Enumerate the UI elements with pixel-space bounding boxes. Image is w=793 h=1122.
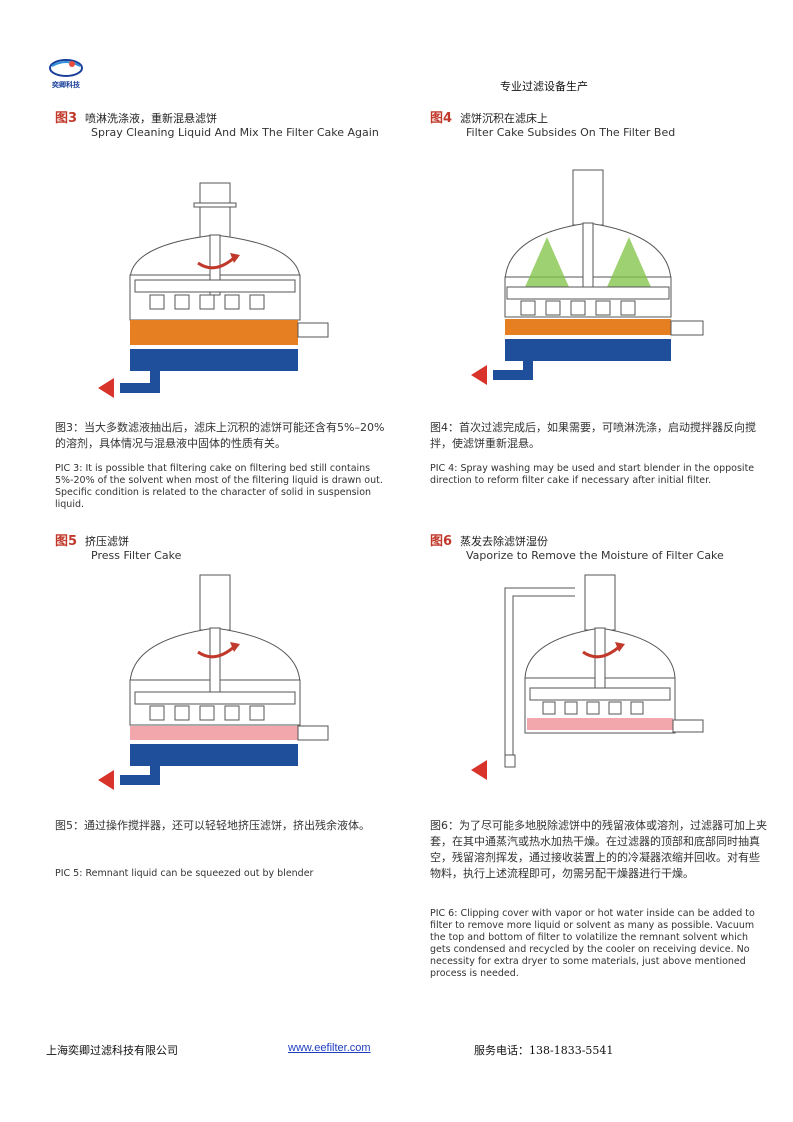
footer-phone: 服务电话：138-1833-5541 — [474, 1044, 614, 1057]
figure-4-number: 图4 — [430, 111, 453, 126]
footer-website-link[interactable]: www.eefilter.com — [288, 1042, 371, 1054]
figure-6-diagram — [471, 574, 704, 780]
figure-3-caption-en: PIC 3: It is possible that filtering cak… — [55, 463, 383, 510]
figure-5-diagram — [98, 574, 329, 790]
figure-5-number: 图5 — [55, 534, 78, 549]
figure-3-title-cn: 喷淋洗涤液，重新混悬滤饼 — [85, 112, 218, 125]
figure-3-title-en: Spray Cleaning Liquid And Mix The Filter… — [91, 126, 379, 139]
company-logo — [49, 59, 83, 77]
figure-3-heading: 图3 喷淋洗涤液，重新混悬滤饼 Spray Cleaning Liquid And… — [55, 112, 379, 140]
figure-6-title-en: Vaporize to Remove the Moisture of Filte… — [466, 549, 724, 562]
figure-6-caption-cn: 图6：为了尽可能多地脱除滤饼中的残留液体或溶剂，过滤器可加上夹套，在其中通蒸汽或… — [430, 819, 767, 880]
figure-4-diagram — [471, 169, 704, 385]
figure-5-title-en: Press Filter Cake — [91, 549, 182, 562]
footer-company: 上海奕卿过滤科技有限公司 — [46, 1044, 178, 1057]
figure-3-caption-cn: 图3：当大多数滤液抽出后，滤床上沉积的滤饼可能还含有5%–20%的溶剂，具体情况… — [55, 421, 385, 450]
figure-4-caption-cn: 图4：首次过滤完成后，如果需要，可喷淋洗涤，启动搅拌器反向搅拌，使滤饼重新混悬。 — [430, 421, 756, 450]
figure-4-title-cn: 滤饼沉积在滤床上 — [460, 112, 549, 125]
figure-6-number: 图6 — [430, 534, 453, 549]
figure-6-heading: 图6 蒸发去除滤饼湿份 Vaporize to Remove the Moistu… — [430, 535, 724, 563]
figure-3-number: 图3 — [55, 111, 78, 126]
logo-text: 奕卿科技 — [52, 81, 80, 89]
figure-5-heading: 图5 挤压滤饼 Press Filter Cake — [55, 535, 181, 563]
figure-6-caption-en: PIC 6: Clipping cover with vapor or hot … — [430, 908, 755, 979]
figure-5-caption-cn: 图5：通过操作搅拌器，还可以轻轻地挤压滤饼，挤出残余液体。 — [55, 819, 370, 832]
figure-4-title-en: Filter Cake Subsides On The Filter Bed — [466, 126, 676, 139]
figure-6-title-cn: 蒸发去除滤饼湿份 — [460, 535, 549, 548]
figure-3-diagram — [98, 182, 329, 398]
figure-5-title-cn: 挤压滤饼 — [85, 535, 130, 548]
header-tagline: 专业过滤设备生产 — [500, 80, 588, 93]
figure-4-caption-en: PIC 4: Spray washing may be used and sta… — [430, 463, 755, 486]
figure-4-heading: 图4 滤饼沉积在滤床上 Filter Cake Subsides On The F… — [430, 112, 675, 140]
figure-5-caption-en: PIC 5: Remnant liquid can be squeezed ou… — [55, 868, 314, 879]
